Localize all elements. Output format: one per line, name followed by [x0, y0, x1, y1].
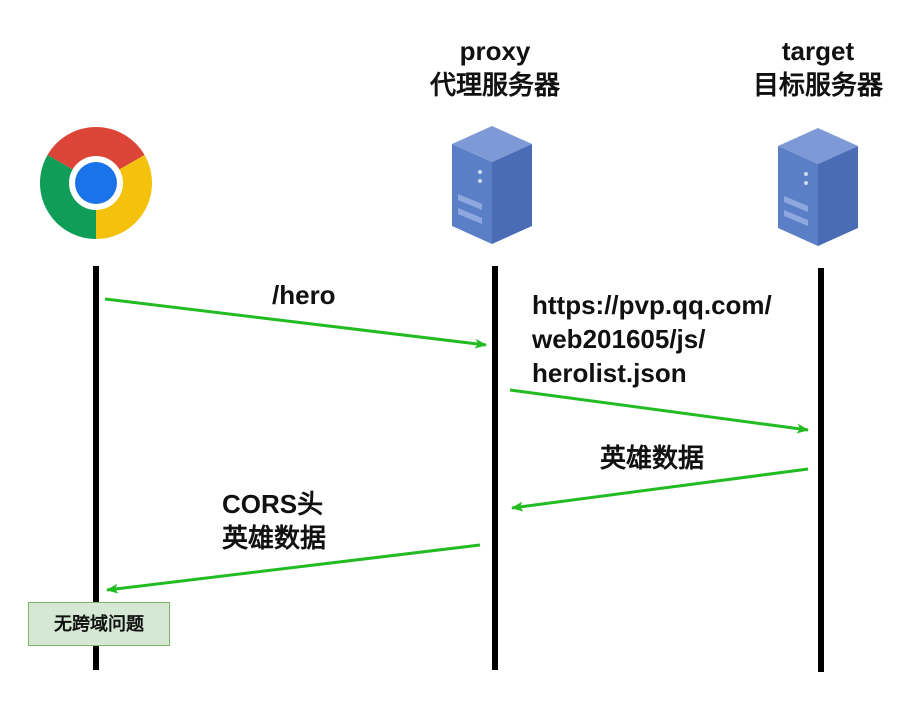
request-target-label: https://pvp.qq.com/ web201605/js/ heroli… — [532, 288, 772, 390]
target-lifeline — [818, 268, 824, 672]
request-target-line-1: https://pvp.qq.com/ — [532, 290, 772, 320]
response-proxy-line-1: CORS头 — [222, 489, 324, 519]
proxy-server-icon — [452, 126, 532, 244]
request-target-line-3: herolist.json — [532, 358, 687, 388]
no-cors-issue-badge: 无跨域问题 — [28, 602, 170, 646]
request-target-line-2: web201605/js/ — [532, 324, 706, 354]
target-title: target — [781, 36, 855, 66]
response-proxy-line-2: 英雄数据 — [222, 523, 327, 553]
proxy-title: proxy — [459, 36, 531, 66]
proxy-header: proxy 代理服务器 — [400, 34, 590, 102]
response-proxy-label: CORS头 英雄数据 — [222, 487, 326, 555]
browser-lifeline — [93, 266, 99, 670]
arrow-proxy-to-target — [509, 388, 809, 434]
target-subtitle: 目标服务器 — [752, 70, 883, 100]
target-header: target 目标服务器 — [726, 34, 902, 102]
arrow-proxy-to-browser — [106, 543, 481, 594]
proxy-lifeline — [492, 266, 498, 670]
request-proxy-label: /hero — [272, 280, 336, 310]
chrome-icon — [39, 126, 153, 239]
arrow-target-to-proxy — [511, 467, 809, 512]
arrow-browser-to-proxy — [104, 297, 487, 349]
response-target-label: 英雄数据 — [600, 443, 705, 473]
target-server-icon — [778, 128, 858, 246]
proxy-subtitle: 代理服务器 — [429, 70, 560, 100]
